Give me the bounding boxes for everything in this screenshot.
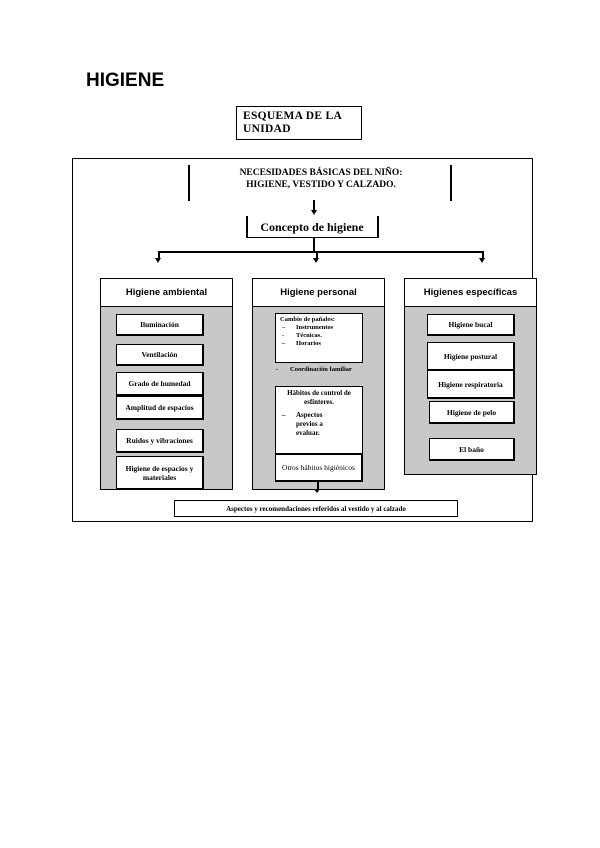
sphincter-control-title: Hábitos de control de esfínteres. [287, 389, 351, 406]
connector-needs-concept [313, 200, 315, 210]
branch-drop-right [482, 252, 484, 259]
arrow-down-icon [479, 258, 485, 263]
diaper-change-title: Cambio de pañales: [280, 316, 335, 323]
list-item: –Aspectos previos a evaluar. [282, 411, 323, 437]
family-coordination: -Coordinación familiar [276, 366, 352, 373]
arrow-down-icon [314, 489, 320, 493]
list-item: El baño [429, 438, 515, 461]
list-item: Higiene postural [427, 342, 515, 371]
diaper-change-box: Cambio de pañales: –Instrumentos -Técnic… [275, 313, 363, 363]
list-item: Amplitud de espacios [116, 396, 204, 420]
concept-right-edge [377, 216, 379, 238]
list-item: Higiene respiratoria [427, 370, 515, 399]
list-item: Ventilación [116, 344, 204, 366]
branch-drop-middle [316, 252, 318, 259]
sphincter-control-box: Hábitos de control de esfínteres. –Aspec… [275, 386, 363, 454]
column-especificas-title: Higienes específicas [404, 278, 537, 307]
arrow-down-icon [313, 258, 319, 263]
page-title: HIGIENE [86, 70, 165, 91]
list-item: Higiene bucal [427, 314, 515, 336]
schema-title-line1: ESQUEMA DE LA [243, 110, 343, 122]
list-item: Ruidos y vibraciones [116, 429, 204, 453]
other-habits-box: Otros hábitos higiénicos [275, 454, 363, 482]
branch-line [158, 251, 484, 253]
list-item: Higiene de espacios y materiales [116, 456, 204, 490]
clothing-recommendations-box: Aspectos y recomendaciones referidos al … [174, 500, 458, 517]
schema-title-box: ESQUEMA DE LA UNIDAD [236, 106, 362, 140]
list-item: –Instrumentos [282, 324, 334, 331]
needs-left-bar [188, 165, 190, 201]
branch-drop-left [158, 252, 160, 259]
list-item: Higiene de pelo [429, 401, 515, 424]
list-item: Iluminación [116, 314, 204, 336]
list-item: Grado de humedad [116, 372, 204, 396]
column-personal-title: Higiene personal [252, 278, 385, 307]
needs-right-bar [450, 165, 452, 201]
needs-heading: NECESIDADES BÁSICAS DEL NIÑO: HIGIENE, V… [190, 167, 452, 191]
connector-personal-bottom [317, 482, 319, 490]
needs-line2: HIGIENE, VESTIDO Y CALZADO. [246, 180, 396, 190]
list-item: –Horarios [282, 340, 321, 347]
connector-concept-branch [313, 238, 315, 252]
needs-line1: NECESIDADES BÁSICAS DEL NIÑO: [239, 168, 403, 178]
schema-title-line2: UNIDAD [243, 123, 291, 135]
arrow-down-icon [155, 258, 161, 263]
arrow-down-icon [311, 210, 317, 215]
concept-left-edge [246, 216, 248, 238]
column-ambiental-title: Higiene ambiental [100, 278, 233, 307]
list-item: -Técnicas. [282, 332, 322, 339]
concept-box: Concepto de higiene [246, 216, 378, 238]
